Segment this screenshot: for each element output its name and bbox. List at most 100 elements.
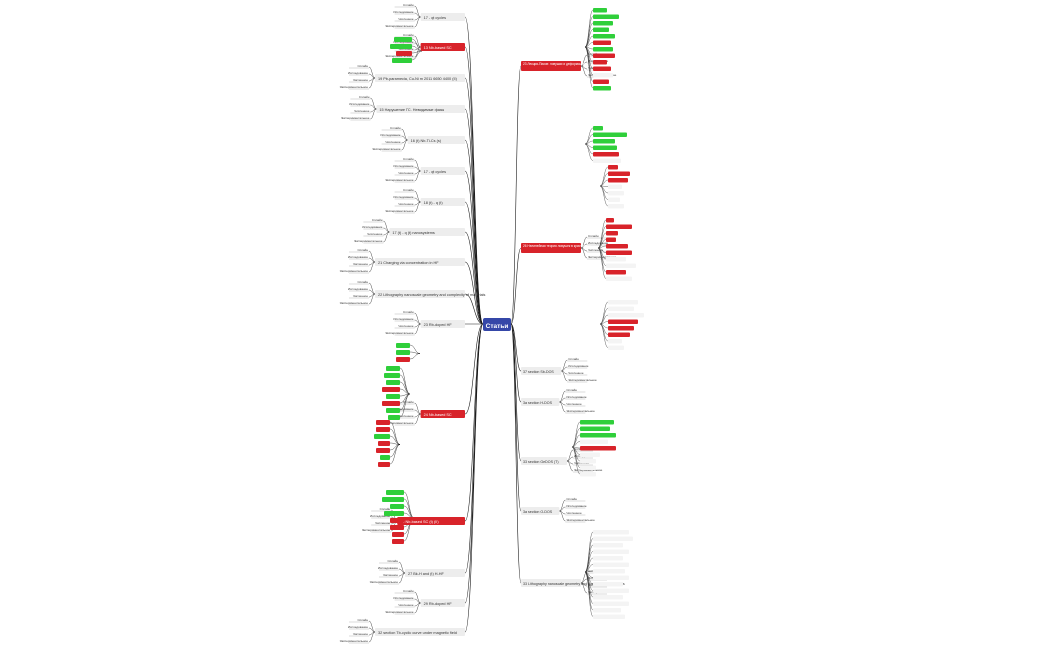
sub-node-box[interactable] — [593, 47, 613, 52]
sub-node-box[interactable] — [593, 536, 633, 542]
sub-node-box[interactable] — [593, 158, 621, 164]
sub-node-box[interactable] — [593, 549, 629, 555]
branch-node-left[interactable] — [420, 410, 465, 418]
sub-node-box[interactable] — [608, 326, 634, 331]
branch-node-right[interactable] — [521, 243, 581, 253]
sub-node-box[interactable] — [606, 218, 614, 223]
sub-node-box[interactable] — [593, 152, 619, 157]
sub-node-box[interactable] — [593, 543, 623, 548]
sub-node-box[interactable] — [384, 511, 404, 516]
branch-node-left[interactable] — [389, 228, 465, 236]
sub-node-box[interactable] — [593, 8, 607, 13]
sub-node-box[interactable] — [593, 582, 623, 587]
sub-node-box[interactable] — [580, 472, 596, 477]
sub-node-box[interactable] — [593, 60, 607, 65]
sub-node-box[interactable] — [580, 439, 608, 445]
sub-node-box[interactable] — [593, 569, 625, 574]
root-node[interactable]: Статьи — [483, 318, 511, 331]
branch-node-left[interactable] — [420, 167, 465, 175]
sub-node-box[interactable] — [386, 408, 400, 413]
sub-node-box[interactable] — [580, 452, 600, 458]
sub-node-box[interactable] — [392, 539, 404, 544]
sub-node-box[interactable] — [396, 357, 410, 362]
branch-node-left[interactable] — [405, 569, 465, 577]
branch-node-right[interactable] — [521, 457, 567, 465]
sub-node-box[interactable] — [386, 380, 400, 385]
sub-node-box[interactable] — [608, 165, 618, 170]
sub-node-box[interactable] — [593, 132, 627, 138]
sub-node-box[interactable] — [580, 426, 610, 432]
branch-node-left[interactable] — [376, 105, 465, 113]
sub-node-box[interactable] — [608, 171, 630, 177]
sub-node-box[interactable] — [593, 53, 615, 59]
branch-node-left[interactable] — [375, 290, 465, 298]
sub-node-box[interactable] — [386, 394, 400, 399]
sub-node-box[interactable] — [606, 257, 626, 262]
sub-node-box[interactable] — [390, 504, 404, 509]
sub-node-box[interactable] — [593, 14, 619, 20]
sub-node-box[interactable] — [580, 446, 616, 451]
sub-node-box[interactable] — [593, 588, 629, 594]
sub-node-box[interactable] — [388, 415, 400, 420]
sub-node-box[interactable] — [382, 387, 400, 392]
sub-node-box[interactable] — [593, 27, 609, 33]
sub-node-box[interactable] — [390, 518, 404, 523]
sub-node-box[interactable] — [374, 434, 390, 439]
branch-node-left[interactable] — [375, 628, 465, 636]
sub-node-box[interactable] — [593, 556, 623, 561]
sub-node-box[interactable] — [608, 300, 638, 305]
sub-node-box[interactable] — [392, 58, 412, 63]
sub-node-box[interactable] — [394, 37, 412, 42]
branch-node-right[interactable] — [521, 61, 581, 71]
sub-node-box[interactable] — [376, 448, 390, 453]
sub-node-box[interactable] — [593, 145, 617, 151]
sub-node-box[interactable] — [606, 263, 636, 269]
sub-node-box[interactable] — [380, 455, 390, 460]
branch-node-right[interactable] — [521, 579, 581, 587]
sub-node-box[interactable] — [606, 276, 632, 282]
sub-node-box[interactable] — [390, 525, 404, 530]
sub-node-box[interactable] — [580, 465, 596, 471]
sub-node-box[interactable] — [593, 66, 611, 72]
branch-node-left[interactable] — [375, 74, 465, 82]
branch-node-left[interactable] — [420, 198, 465, 206]
sub-node-box[interactable] — [376, 427, 390, 432]
sub-node-box[interactable] — [593, 601, 629, 607]
sub-node-box[interactable] — [593, 86, 611, 91]
sub-node-box[interactable] — [593, 21, 613, 26]
sub-node-box[interactable] — [593, 530, 629, 535]
branch-node-left[interactable] — [420, 43, 465, 51]
sub-node-box[interactable] — [382, 497, 404, 502]
sub-node-box[interactable] — [608, 191, 624, 196]
sub-node-box[interactable] — [580, 433, 616, 438]
sub-node-box[interactable] — [580, 459, 596, 464]
sub-node-box[interactable] — [593, 79, 609, 85]
branch-node-left[interactable] — [420, 320, 465, 328]
sub-node-box[interactable] — [606, 244, 628, 249]
sub-node-box[interactable] — [396, 350, 410, 355]
branch-node-left[interactable] — [397, 517, 465, 525]
sub-node-box[interactable] — [378, 441, 390, 446]
sub-node-box[interactable] — [608, 178, 628, 183]
branch-node-right[interactable] — [521, 507, 560, 515]
sub-node-box[interactable] — [606, 224, 632, 230]
sub-node-box[interactable] — [608, 339, 622, 344]
sub-node-box[interactable] — [396, 51, 412, 56]
sub-node-box[interactable] — [392, 532, 404, 537]
sub-node-box[interactable] — [608, 184, 622, 190]
sub-node-box[interactable] — [390, 44, 412, 49]
sub-node-box[interactable] — [593, 139, 615, 144]
branch-node-left[interactable] — [407, 136, 465, 144]
sub-node-box[interactable] — [593, 126, 603, 131]
branch-node-left[interactable] — [420, 599, 465, 607]
sub-node-box[interactable] — [384, 373, 400, 378]
sub-node-box[interactable] — [396, 343, 410, 348]
branch-node-right[interactable] — [521, 367, 562, 375]
sub-node-box[interactable] — [606, 250, 632, 256]
sub-node-box[interactable] — [606, 270, 626, 275]
sub-node-box[interactable] — [376, 420, 390, 425]
sub-node-box[interactable] — [580, 420, 614, 425]
sub-node-box[interactable] — [608, 204, 624, 209]
sub-node-box[interactable] — [593, 614, 625, 620]
sub-node-box[interactable] — [386, 490, 404, 495]
